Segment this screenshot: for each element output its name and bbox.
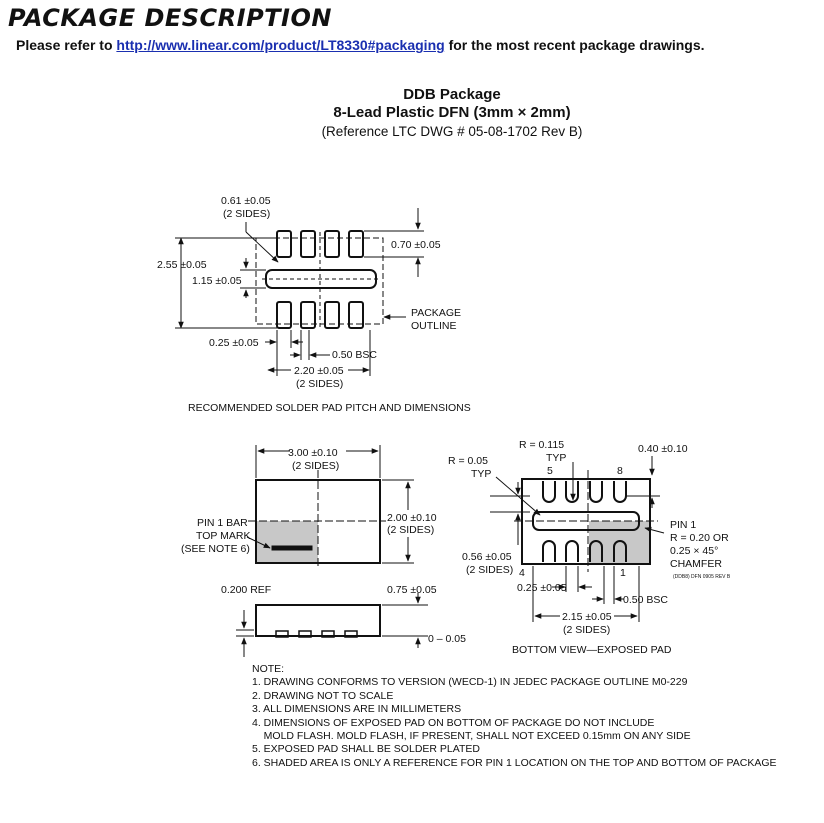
side-view-diagram <box>236 593 428 657</box>
pin-number-1: 1 <box>620 567 626 579</box>
solder-pad <box>324 301 340 329</box>
outline-label-2: OUTLINE <box>411 320 457 332</box>
dim-center: 1.15 ±0.05 <box>192 275 242 287</box>
package-subtitle: 8-Lead Plastic DFN (3mm × 2mm) <box>333 104 571 121</box>
solder-pad <box>276 230 292 258</box>
top-view-diagram <box>246 445 414 568</box>
pin1-bar <box>271 545 313 551</box>
note-item: 5. EXPOSED PAD SHALL BE SOLDER PLATED <box>252 743 480 756</box>
dwg-code: (DDB8) DFN 0905 REV B <box>673 574 731 580</box>
note-item: 3. ALL DIMENSIONS ARE IN MILLIMETERS <box>252 703 462 716</box>
side-lead <box>298 630 312 638</box>
package-outline <box>255 237 384 325</box>
solder-pad <box>300 230 316 258</box>
bottom-r-pad-typ: TYP <box>471 468 491 480</box>
pin1-label-2: TOP MARK <box>196 530 250 542</box>
dim-overall: 2.55 ±0.05 <box>157 259 207 271</box>
note-item: MOLD FLASH. MOLD FLASH, IF PRESENT, SHAL… <box>252 730 691 743</box>
bottom-lead <box>589 540 603 562</box>
pin-number-8: 8 <box>617 465 623 477</box>
side-lead <box>344 630 358 638</box>
bottom-lead <box>542 481 556 503</box>
dim-bottom-span: 2.15 ±0.05 <box>562 611 612 623</box>
exposed-pad <box>532 511 640 531</box>
dim-side-ref: 0.200 REF <box>221 584 271 596</box>
note-item: 6. SHADED AREA IS ONLY A REFERENCE FOR P… <box>252 756 777 769</box>
solder-pad <box>348 230 364 258</box>
bottom-lead <box>613 540 627 562</box>
dim-top-width: 2.00 ±0.10 <box>387 512 437 524</box>
pin-number-4: 4 <box>519 567 525 579</box>
dim-top-length: 3.00 ±0.10 <box>288 447 338 459</box>
dim-top-length-note: (2 SIDES) <box>292 460 339 472</box>
note-item: 4. DIMENSIONS OF EXPOSED PAD ON BOTTOM O… <box>252 716 655 729</box>
page-title: PACKAGE DESCRIPTION <box>8 4 332 32</box>
bottom-pin1-2: R = 0.20 OR <box>670 532 729 544</box>
pin1-shaded-area <box>256 521 318 563</box>
pin1-label-3: (SEE NOTE 6) <box>181 543 250 555</box>
bottom-lead <box>565 540 579 562</box>
bottom-view-diagram <box>490 456 665 622</box>
package-name: DDB Package <box>403 86 501 103</box>
dim-lead: 0.25 ±0.05 <box>209 337 259 349</box>
bottom-r-pin: R = 0.115 <box>519 439 564 451</box>
package-reference: (Reference LTC DWG # 05-08-1702 Rev B) <box>321 124 583 139</box>
dim-pitch: 0.50 BSC <box>332 349 377 361</box>
dim-pad-len-note: (2 SIDES) <box>466 564 513 576</box>
dim-top-width-note: (2 SIDES) <box>387 524 434 536</box>
package-drawings-link[interactable]: http://www.linear.com/product/LT8330#pac… <box>116 37 445 53</box>
solder-pad <box>324 230 340 258</box>
bottom-r-pin-typ: TYP <box>546 452 566 464</box>
bottom-lead <box>542 540 556 562</box>
refer-suffix: for the most recent package drawings. <box>444 37 705 53</box>
outline-label-1: PACKAGE <box>411 307 461 319</box>
note-item: 1. DRAWING CONFORMS TO VERSION (WECD-1) … <box>252 676 688 689</box>
pin1-label-1: PIN 1 BAR <box>197 517 248 529</box>
dim-pad-overhang: 0.40 ±0.10 <box>638 443 688 455</box>
notes-block: NOTE:1. DRAWING CONFORMS TO VERSION (WEC… <box>252 663 777 770</box>
bottom-pin1-1: PIN 1 <box>670 519 696 531</box>
bottom-lead <box>589 481 603 503</box>
bottom-pin1-4: CHAMFER <box>670 558 722 570</box>
pin1-shaded-area-bottom <box>589 521 649 564</box>
dim-pad-width-note: (2 SIDES) <box>223 208 270 220</box>
dim-bottom-pitch: 0.50 BSC <box>623 594 668 606</box>
dim-side-standoff: 0 – 0.05 <box>428 633 466 645</box>
bottom-pin1-3: 0.25 × 45° <box>670 545 718 557</box>
solder-pad-diagram <box>175 208 424 376</box>
dim-pad-len: 0.56 ±0.05 <box>462 551 512 563</box>
solder-pad-caption: RECOMMENDED SOLDER PAD PITCH AND DIMENSI… <box>188 402 471 414</box>
dim-pad-length: 0.70 ±0.05 <box>391 239 441 251</box>
refer-prefix: Please refer to <box>16 37 117 53</box>
bottom-r-pad: R = 0.05 <box>448 455 488 467</box>
dim-bottom-lead: 0.25 ±0.05 <box>517 582 567 594</box>
side-lead <box>321 630 335 638</box>
pin-number-5: 5 <box>547 465 553 477</box>
reference-line: Please refer to http://www.linear.com/pr… <box>16 37 705 53</box>
bottom-lead <box>565 481 579 503</box>
dim-span: 2.20 ±0.05 <box>294 365 344 377</box>
solder-pad <box>348 301 364 329</box>
solder-pad <box>300 301 316 329</box>
bottom-lead <box>613 481 627 503</box>
dim-bottom-span-note: (2 SIDES) <box>563 624 610 636</box>
solder-pad <box>276 301 292 329</box>
dim-pad-width: 0.61 ±0.05 <box>221 195 271 207</box>
note-item: 2. DRAWING NOT TO SCALE <box>252 689 394 702</box>
package-body-side <box>255 604 381 637</box>
side-lead <box>275 630 289 638</box>
dim-side-height: 0.75 ±0.05 <box>387 584 437 596</box>
notes-heading: NOTE: <box>252 663 285 675</box>
bottom-view-caption: BOTTOM VIEW—EXPOSED PAD <box>512 644 672 656</box>
dim-span-note: (2 SIDES) <box>296 378 343 390</box>
